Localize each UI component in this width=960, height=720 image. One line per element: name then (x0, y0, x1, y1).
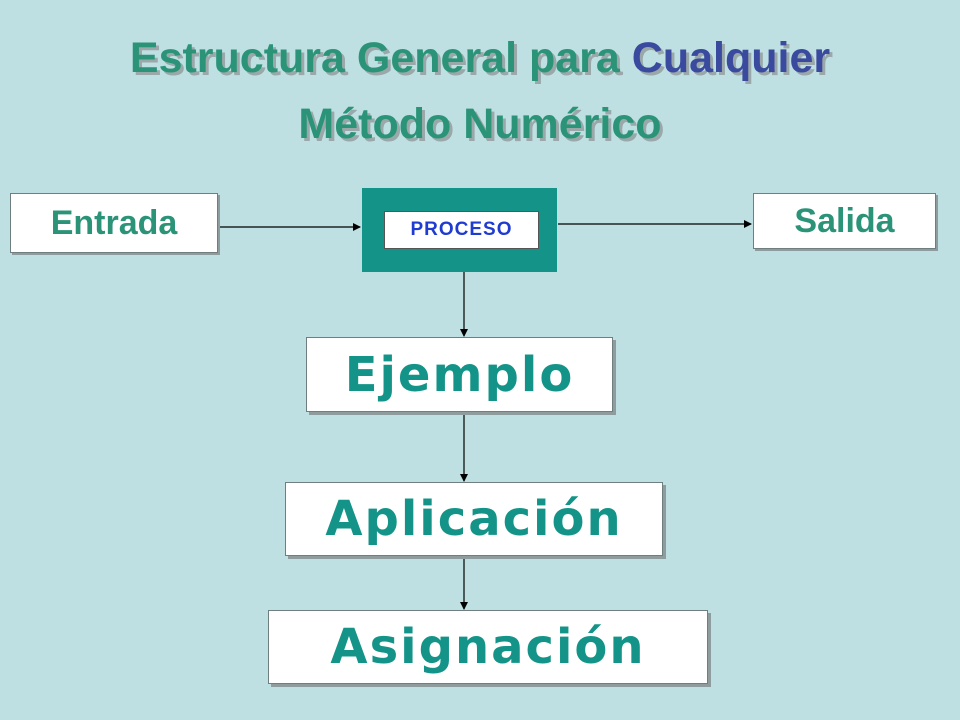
input-box: Entrada (10, 193, 218, 253)
title-part-1: Estructura General para (129, 34, 620, 82)
title-line-1: Estructura General para Cualquier (0, 32, 960, 84)
title-line-2: Método Numérico (298, 100, 662, 148)
step-aplicacion: Aplicación (285, 482, 663, 556)
title-part-2: Cualquier (631, 34, 831, 82)
output-box: Salida (753, 193, 936, 249)
step-asignacion: Asignación (268, 610, 708, 684)
process-label: PROCESO (384, 211, 539, 249)
step-ejemplo: Ejemplo (306, 337, 613, 412)
